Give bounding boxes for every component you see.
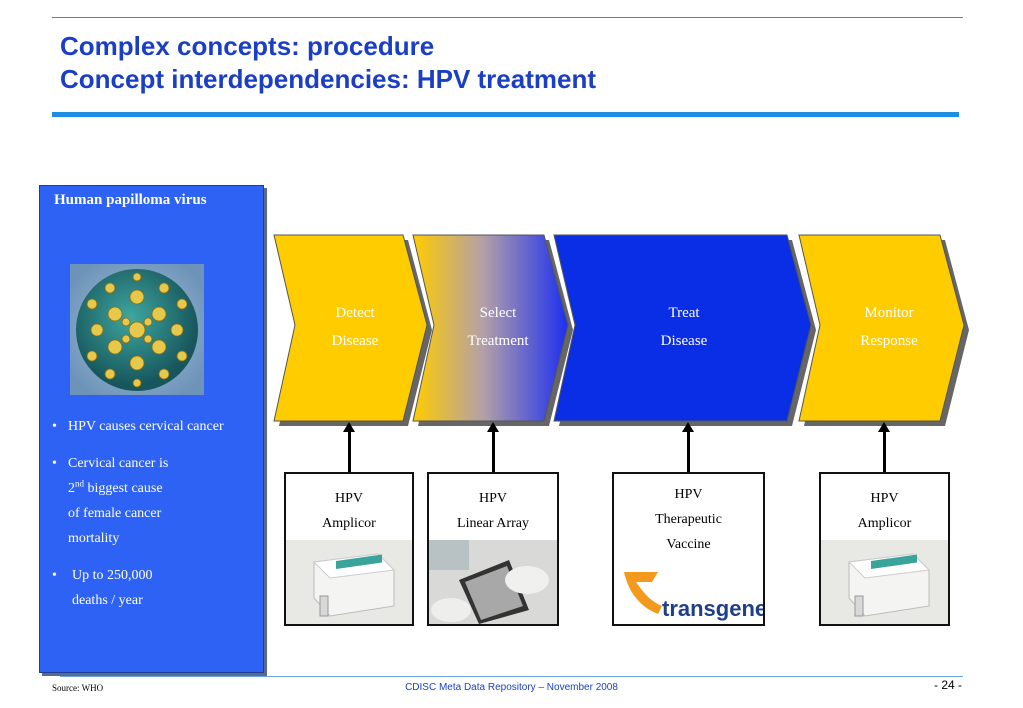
arrow-shaft — [883, 431, 886, 472]
bullet-item: • Up to 250,000 deaths / year — [52, 563, 224, 613]
step-line-1: Detect — [335, 305, 375, 321]
step-line-1: Select — [479, 305, 517, 321]
step-line-2: Disease — [660, 333, 708, 349]
step-label-detect: Detect Disease — [305, 299, 405, 355]
step-line-1: Monitor — [864, 305, 914, 321]
bullet-item: • Cervical cancer is 2nd biggest cause o… — [52, 451, 224, 551]
source-note: Source: WHO — [52, 683, 104, 693]
step-line-2: Disease — [331, 333, 379, 349]
step-label-treat: Treat Disease — [634, 299, 734, 355]
title-line-1: Complex concepts: procedure — [60, 31, 435, 61]
product-line-3: Vaccine — [666, 537, 711, 552]
sidebar-panel: Human papilloma virus — [39, 185, 264, 673]
bullet-text: mortality — [68, 531, 120, 546]
product-line-1: HPV — [870, 491, 899, 506]
chevron-monitor — [798, 234, 969, 426]
bullet-item: • HPV causes cervical cancer — [52, 414, 224, 439]
product-line-1: HPV — [334, 491, 363, 506]
page-title: Complex concepts: procedure Concept inte… — [60, 30, 596, 96]
bullet-text: Cervical cancer is — [68, 456, 169, 471]
gloved-hands-image — [429, 540, 557, 624]
test-kit-image — [286, 540, 412, 624]
bullet-text: of female cancer — [68, 506, 162, 521]
ordinal-number: 2 — [68, 481, 75, 496]
bullet-dot: • — [52, 456, 57, 471]
arrow-up-icon — [682, 422, 694, 432]
product-box-amplicor-2: HPV Amplicor — [819, 472, 950, 626]
bullet-dot: • — [52, 419, 57, 434]
test-kit-image — [821, 540, 948, 624]
chevron-detect — [273, 234, 432, 426]
step-line-2: Response — [860, 333, 918, 349]
arrow-up-icon — [343, 422, 355, 432]
product-line-1: HPV — [674, 487, 703, 502]
transgene-logo: transgene — [624, 572, 763, 621]
chevron-select — [412, 234, 573, 426]
chevron-treat — [553, 234, 816, 426]
bullet-text: HPV causes cervical cancer — [68, 419, 224, 434]
step-line-2: Treatment — [467, 333, 529, 349]
product-line-2: Therapeutic — [655, 512, 722, 527]
product-line-1: HPV — [478, 491, 507, 506]
product-line-2: Amplicor — [857, 516, 912, 531]
sidebar-heading: Human papilloma virus — [54, 192, 207, 208]
title-rule — [52, 112, 959, 117]
product-line-2: Linear Array — [457, 516, 529, 531]
title-line-2: Concept interdependencies: HPV treatment — [60, 64, 596, 94]
top-rule — [52, 17, 963, 18]
svg-text:transgene: transgene — [662, 596, 763, 621]
bullet-text: Up to 250,000 — [72, 568, 153, 583]
arrow-shaft — [687, 431, 690, 472]
ordinal-suffix: nd — [75, 478, 84, 489]
sidebar-bullets: • HPV causes cervical cancer • Cervical … — [52, 414, 224, 625]
product-box-vaccine: HPV Therapeutic Vaccine transgene — [612, 472, 765, 626]
product-box-linear-array: HPV Linear Array — [427, 472, 559, 626]
product-box-amplicor: HPV Amplicor — [284, 472, 414, 626]
step-line-1: Treat — [668, 305, 700, 321]
ordinal-rest: biggest cause — [84, 481, 163, 496]
bullet-text-ordinal: 2nd biggest cause — [68, 476, 224, 501]
virus-image — [70, 264, 204, 395]
product-line-2: Amplicor — [322, 516, 376, 531]
bullet-text: deaths / year — [72, 593, 143, 608]
bullet-dot: • — [52, 568, 57, 583]
page-number: - 24 - — [934, 678, 963, 692]
footer-center: CDISC Meta Data Repository – November 20… — [405, 682, 618, 693]
arrow-shaft — [348, 431, 351, 472]
arrow-up-icon — [487, 422, 499, 432]
arrow-shaft — [492, 431, 495, 472]
step-label-select: Select Treatment — [443, 299, 553, 355]
arrow-up-icon — [878, 422, 890, 432]
bottom-rule — [60, 676, 963, 677]
step-label-monitor: Monitor Response — [839, 299, 939, 355]
